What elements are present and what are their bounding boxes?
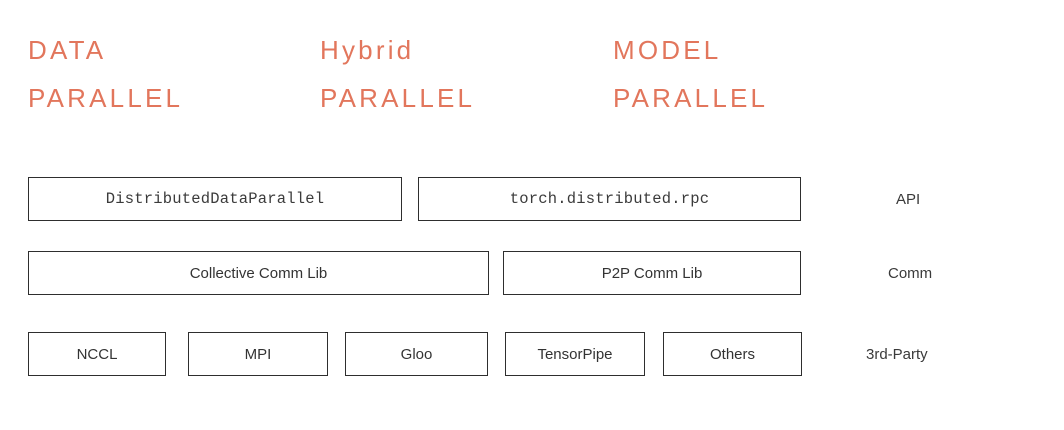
heading-hybrid-parallel-line2: PARALLEL bbox=[320, 83, 476, 113]
heading-model-parallel-line2: PARALLEL bbox=[613, 83, 769, 113]
box-distributed-data-parallel: DistributedDataParallel bbox=[28, 177, 402, 221]
heading-hybrid-parallel: Hybrid PARALLEL bbox=[320, 26, 475, 122]
box-tensorpipe: TensorPipe bbox=[505, 332, 645, 376]
heading-model-parallel: MODEL PARALLEL bbox=[613, 26, 768, 122]
box-mpi: MPI bbox=[188, 332, 328, 376]
box-p2p-comm-lib: P2P Comm Lib bbox=[503, 251, 801, 295]
box-torch-distributed-rpc: torch.distributed.rpc bbox=[418, 177, 801, 221]
box-others: Others bbox=[663, 332, 802, 376]
heading-data-parallel-line2: PARALLEL bbox=[28, 83, 184, 113]
row-label-third-party: 3rd-Party bbox=[866, 345, 928, 363]
row-label-api: API bbox=[896, 190, 921, 208]
heading-data-parallel-line1: DATA bbox=[28, 35, 107, 65]
row-label-comm: Comm bbox=[888, 264, 933, 282]
box-gloo: Gloo bbox=[345, 332, 488, 376]
box-collective-comm-lib: Collective Comm Lib bbox=[28, 251, 489, 295]
heading-model-parallel-line1: MODEL bbox=[613, 35, 722, 65]
box-nccl: NCCL bbox=[28, 332, 166, 376]
heading-hybrid-parallel-line1: Hybrid bbox=[320, 35, 415, 65]
heading-data-parallel: DATA PARALLEL bbox=[28, 26, 183, 122]
